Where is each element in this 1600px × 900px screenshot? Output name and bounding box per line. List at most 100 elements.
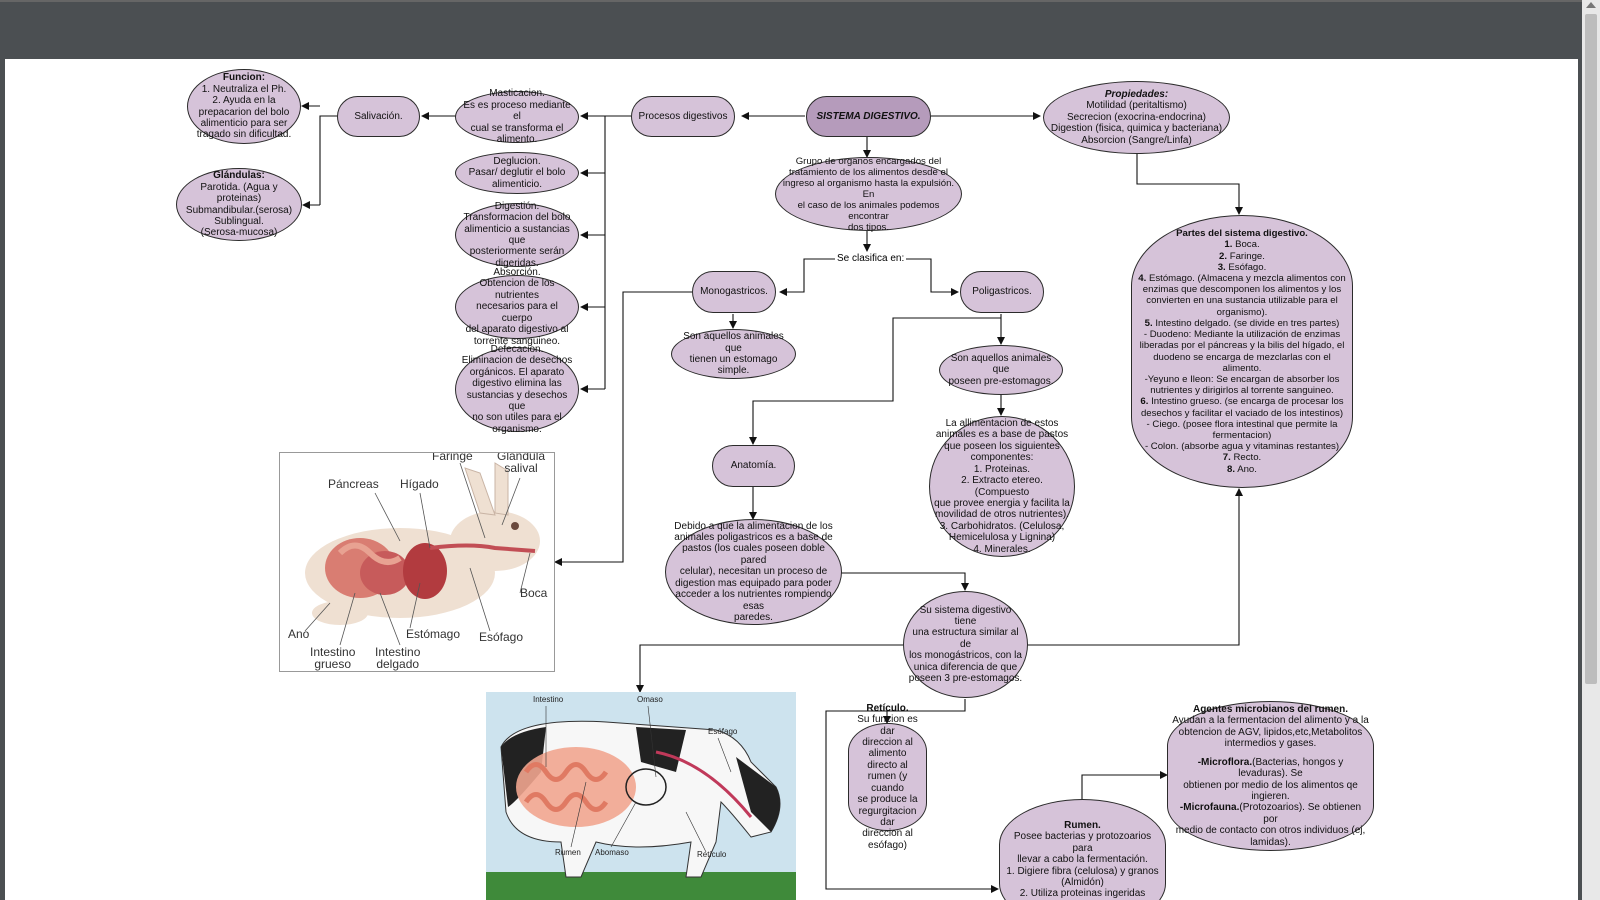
arrow-estructura-partes: [1027, 488, 1243, 646]
cow-label-abomaso: Abomaso: [595, 848, 629, 857]
poligastricos-label: Poligastricos.: [972, 286, 1032, 298]
partes-item: -Yeyuno e Ileon: Se encargan de absorber…: [1138, 374, 1346, 396]
glandulas-title: Glándulas:: [213, 170, 265, 182]
partes-node[interactable]: Partes del sistema digestivo. 1. Boca.2.…: [1131, 215, 1353, 488]
defecacion-node[interactable]: Defecacion. Eliminacion de desechos orgá…: [455, 343, 579, 435]
connector-lines: [301, 102, 1243, 893]
estructura-text: Su sistema digestivo tiene una estructur…: [908, 604, 1023, 685]
partes-item-number: 2.: [1219, 250, 1228, 262]
partes-item-number: 4.: [1138, 273, 1147, 285]
procesos-label: Procesos digestivos: [638, 110, 728, 122]
anatomia-label: Anatomía.: [730, 460, 777, 472]
cow-label-omaso: Omaso: [637, 695, 663, 704]
root-node[interactable]: SISTEMA DIGESTIVO.: [806, 96, 931, 137]
mono-def-node[interactable]: Son aquellos animales que tienen un esto…: [671, 329, 796, 379]
partes-item-text: Esófago.: [1225, 261, 1267, 273]
rabbit-label-faringe: Faringe: [432, 452, 473, 463]
propiedades-body: Motilidad (peritaltismo) Secrecion (exoc…: [1050, 100, 1223, 146]
funcion-node[interactable]: Funcion: 1. Neutraliza el Ph. 2. Ayuda e…: [187, 69, 301, 144]
partes-item-text: - Colon. (absorbe agua y vitaminas resta…: [1144, 441, 1340, 453]
partes-item-text: Faringe.: [1227, 250, 1265, 262]
partes-item-number: 8.: [1227, 463, 1236, 475]
arrow-poli-anatomia: [749, 317, 1001, 445]
rabbit-label-boca: Boca: [520, 586, 548, 600]
partes-item-number: 3.: [1217, 261, 1226, 273]
reticulo-node[interactable]: Retículo. Su funcion es dar direccion al…: [848, 703, 927, 851]
procesos-node[interactable]: Procesos digestivos: [631, 96, 735, 137]
partes-item-number: 1.: [1224, 239, 1233, 251]
partes-list: 1. Boca.2. Faringe.3. Esófago.4. Estómag…: [1138, 239, 1346, 474]
partes-item: 6. Intestino grueso. (se encarga de proc…: [1138, 396, 1346, 418]
monogastricos-node[interactable]: Monogastricos.: [692, 271, 776, 313]
scroll-up-icon[interactable]: [1586, 2, 1596, 8]
glandulas-body: Parotida. (Agua y proteinas) Submandibul…: [185, 181, 293, 239]
arrow-estructura-cow: [636, 644, 903, 693]
estructura-node[interactable]: Su sistema digestivo tiene una estructur…: [903, 591, 1028, 698]
diagram-canvas: SISTEMA DIGESTIVO. Grupo de organos enca…: [5, 59, 1578, 900]
rabbit-label-higado: Hígado: [400, 477, 439, 491]
funcion-title: Funcion:: [222, 72, 266, 84]
reticulo-title: Retículo.: [866, 702, 909, 714]
partes-item-text: Recto.: [1230, 452, 1262, 464]
debido-node[interactable]: Debido a que la alimentacion de los anim…: [665, 519, 842, 625]
funcion-body: 1. Neutraliza el Ph. 2. Ayuda en la prep…: [196, 83, 292, 141]
arrow-rumen-agentes: [1081, 771, 1168, 799]
rabbit-label-ano: Ano: [288, 627, 310, 641]
arrow-mono-rabbit: [554, 291, 692, 566]
digestion-node[interactable]: Digestión. Transformacion del bolo alime…: [455, 201, 579, 269]
deglucion-node[interactable]: Deglucion. Pasar/ deglutir el bolo alime…: [455, 152, 579, 194]
propiedades-title: Propiedades:: [1104, 88, 1169, 100]
arrow-to-rumen: [825, 710, 999, 893]
alimentacion-node[interactable]: La allimentacion de estos animales es a …: [929, 416, 1075, 557]
partes-item: 4. Estómago. (Almacena y mezcla alimento…: [1138, 273, 1346, 318]
partes-item: 3. Esófago.: [1138, 262, 1346, 273]
cow-anatomy-image: Intestino Omaso Esófago Rumen Abomaso Re…: [486, 692, 796, 900]
masticacion-node[interactable]: Masticacion. Es es proceso mediante el c…: [455, 88, 579, 146]
poli-def-node[interactable]: Son aquellos animales que poseen pre-est…: [939, 345, 1063, 395]
absorcion-text: Absorción. Obtencion de los nutrientes n…: [465, 267, 569, 347]
partes-item-text: Intestino grueso. (se encarga de procesa…: [1140, 396, 1344, 419]
salivacion-node[interactable]: Salivación.: [337, 96, 420, 137]
scrollbar-thumb[interactable]: [1585, 14, 1597, 684]
partes-item-text: -Yeyuno e Ileon: Se encargan de absorber…: [1144, 373, 1340, 397]
agentes-node[interactable]: Agentes microbianos del rumen. Ayudan a …: [1167, 701, 1374, 851]
rumen-node[interactable]: Rumen. Posee bacterias y protozoarios pa…: [999, 799, 1166, 900]
definition-text: Grupo de organos encargados del tratamie…: [782, 155, 955, 233]
rumen-body: Posee bacterias y protozoarios para llev…: [1006, 831, 1159, 900]
microfauna-text: (Protozoarios). Se obtienen por medio de…: [1175, 802, 1366, 848]
propiedades-node[interactable]: Propiedades: Motilidad (peritaltismo) Se…: [1043, 81, 1230, 154]
rabbit-anatomy-image: Faringe Glándula salival Páncreas Hígado…: [279, 452, 555, 672]
reticulo-body: Su funcion es dar direccion al alimento …: [857, 714, 918, 851]
partes-item: 8. Ano.: [1138, 464, 1346, 475]
partes-item-text: Intestino delgado. (se divide en tres pa…: [1152, 317, 1340, 329]
rumen-title: Rumen.: [1064, 820, 1101, 831]
alimentacion-text: La allimentacion de estos animales es a …: [934, 418, 1070, 555]
partes-item-number: 5.: [1144, 317, 1153, 329]
defecacion-text: Defecacion. Eliminacion de desechos orgá…: [461, 343, 573, 435]
arrow-debido-estructura: [841, 572, 969, 591]
cow-label-reticulo: Retículo: [697, 850, 727, 859]
partes-item-number: 7.: [1222, 452, 1231, 464]
definition-node[interactable]: Grupo de organos encargados del tratamie…: [775, 155, 962, 233]
poligastricos-node[interactable]: Poligastricos.: [960, 271, 1044, 313]
anatomia-node[interactable]: Anatomía.: [712, 445, 795, 487]
cow-label-rumen: Rumen: [555, 848, 581, 857]
cow-label-intestino: Intestino: [533, 695, 564, 704]
poli-def-text: Son aquellos animales que poseen pre-est…: [948, 352, 1054, 387]
partes-item-number: 6.: [1140, 396, 1149, 408]
glandulas-node[interactable]: Glándulas: Parotida. (Agua y proteinas) …: [176, 168, 302, 241]
partes-item: - Ciego. (posee flora intestinal que per…: [1138, 419, 1346, 441]
classify-label: Se clasifica en:: [835, 253, 907, 264]
arrow-propiedades-partes: [1136, 154, 1243, 215]
vertical-scrollbar[interactable]: [1582, 0, 1600, 900]
agentes-body: Ayudan a la fermentacion del alimento y …: [1172, 715, 1369, 750]
agentes-title: Agentes microbianos del rumen.: [1192, 704, 1349, 715]
deglucion-text: Deglucion. Pasar/ deglutir el bolo alime…: [468, 155, 566, 190]
absorcion-node[interactable]: Absorción. Obtencion de los nutrientes n…: [455, 267, 579, 347]
app-toolbar: [0, 0, 1582, 60]
debido-text: Debido a que la alimentacion de los anim…: [674, 520, 833, 623]
partes-item: 5. Intestino delgado. (se divide en tres…: [1138, 318, 1346, 329]
partes-item: 1. Boca.: [1138, 239, 1346, 250]
masticacion-text: Masticacion. Es es proceso mediante el c…: [463, 88, 571, 146]
partes-item: - Colon. (absorbe agua y vitaminas resta…: [1138, 441, 1346, 452]
